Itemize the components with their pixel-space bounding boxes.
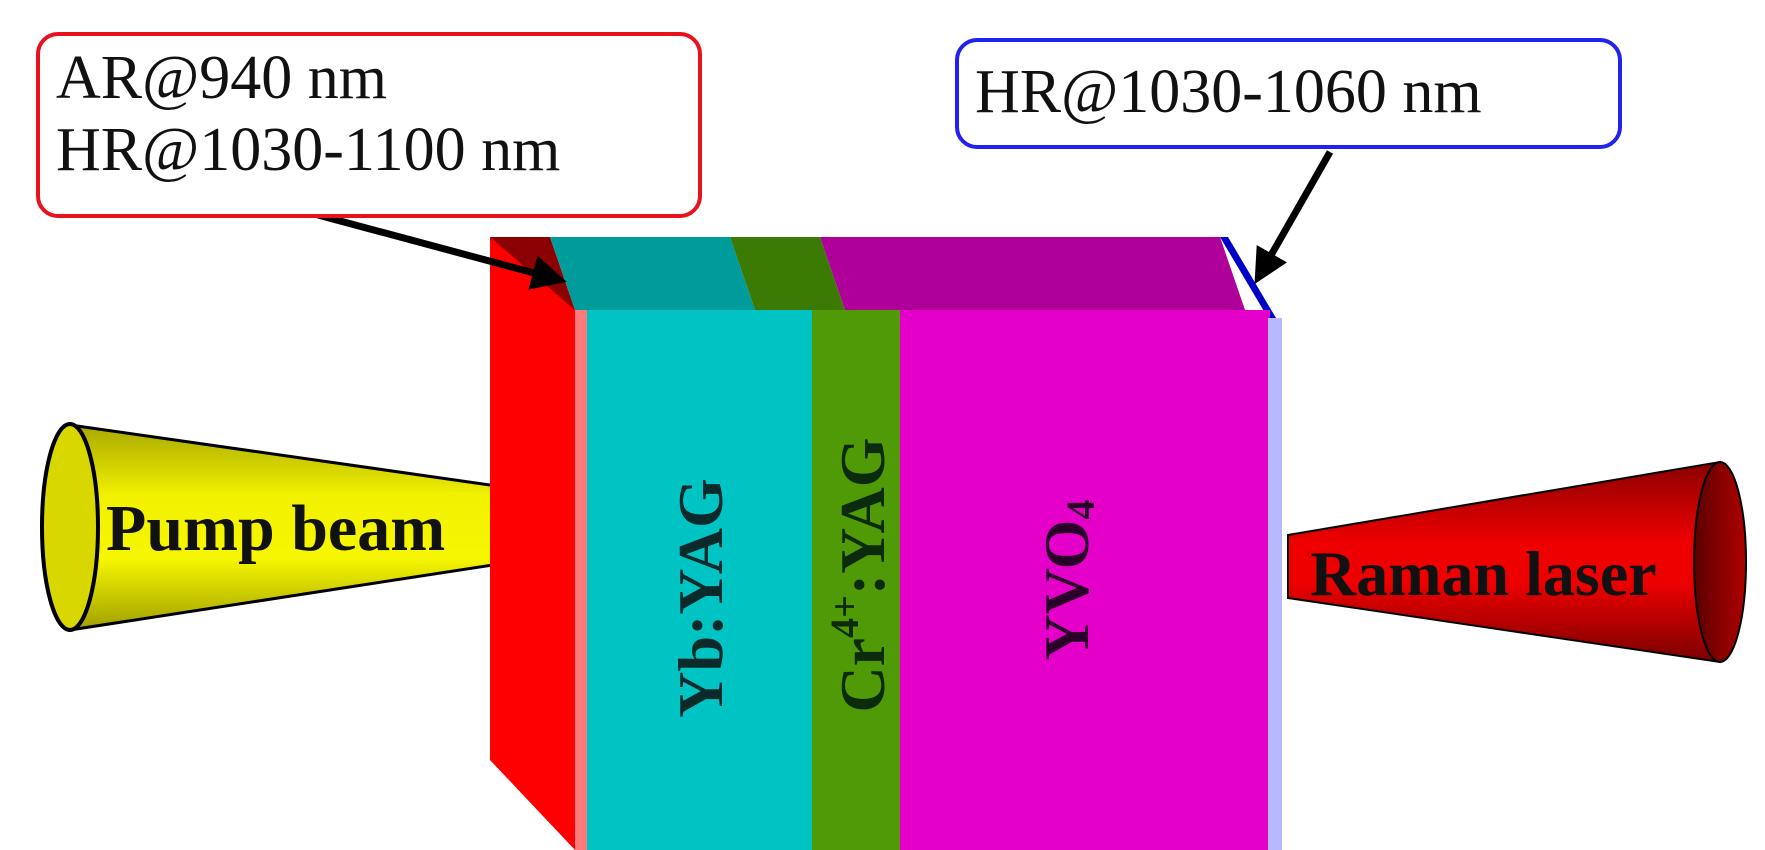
right-callout-arrow <box>1254 150 1334 285</box>
pump-beam-label: Pump beam <box>106 492 445 565</box>
crystal-top-face <box>490 237 1276 318</box>
cr-yag-label: Cr4+:YAG <box>822 437 898 712</box>
output-coating-callout: HR@1030-1060 nm <box>955 38 1622 149</box>
output-coating-spec-hr: HR@1030-1060 nm <box>975 58 1482 126</box>
yvo4-label: YVO4 <box>1031 500 1103 661</box>
input-coating-spec-hr: HR@1030-1100 nm <box>56 116 561 184</box>
yvo4-crystal <box>900 310 1270 850</box>
input-coating <box>490 237 587 850</box>
left-callout-arrow <box>317 211 567 290</box>
output-coating <box>1268 318 1282 850</box>
input-coating-spec-ar: AR@940 nm <box>56 44 387 112</box>
pump-beam: Pump beam <box>40 422 548 632</box>
cr-yag-crystal <box>812 310 900 850</box>
raman-laser-label: Raman laser <box>1310 538 1657 609</box>
input-coating-callout: AR@940 nm HR@1030-1100 nm <box>36 32 702 218</box>
yb-yag-crystal <box>587 310 812 850</box>
yb-yag-label: Yb:YAG <box>665 478 736 717</box>
raman-laser-beam: Raman laser <box>1287 460 1747 664</box>
